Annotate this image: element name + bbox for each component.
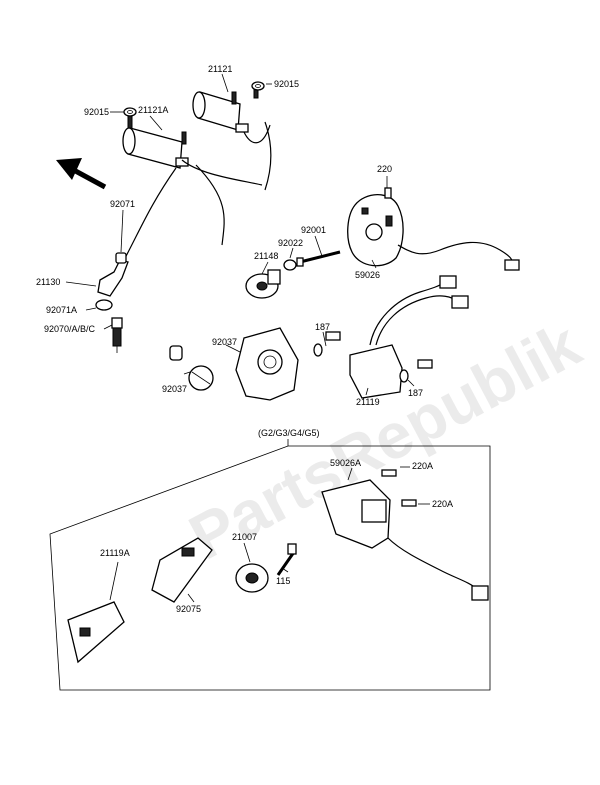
label-220A-top: 220A <box>412 461 433 471</box>
label-115: 115 <box>276 576 290 586</box>
spark-plug-cap-21130[interactable] <box>97 259 129 297</box>
bolt-115[interactable] <box>276 543 297 576</box>
label-92015-right: 92015 <box>274 79 299 89</box>
bolt-92001[interactable] <box>296 250 341 267</box>
high-tension-lead-mid <box>123 167 177 261</box>
clip-92037[interactable] <box>169 345 183 361</box>
nut-92015-right[interactable] <box>251 81 265 91</box>
group-variant-box <box>49 445 491 691</box>
bolt-187-right[interactable] <box>417 359 433 369</box>
bracket-92075[interactable] <box>151 537 213 603</box>
part-labels: 21121 92015 92015 21121A 220 92071 92001… <box>36 64 453 614</box>
label-92071: 92071 <box>110 199 135 209</box>
label-21119A: 21119A <box>100 548 130 558</box>
label-21007: 21007 <box>232 532 257 542</box>
nut-92015-left[interactable] <box>123 107 137 117</box>
washer-187-right <box>399 369 409 383</box>
washer-187-left <box>313 343 323 357</box>
pickup-coil-plate-59026[interactable] <box>347 193 520 271</box>
label-187-left: 187 <box>315 322 330 332</box>
spark-plug-92070[interactable] <box>111 317 123 353</box>
label-21119: 21119 <box>356 397 380 407</box>
high-tension-lead-lower <box>195 164 225 246</box>
ignition-coil-21121[interactable] <box>192 85 271 144</box>
pickup-coil-59026A[interactable] <box>321 479 489 601</box>
label-21148: 21148 <box>254 251 278 261</box>
leader-lines <box>65 73 430 603</box>
label-92037-top: 92037 <box>212 337 237 347</box>
label-92001: 92001 <box>301 225 326 235</box>
seal-92071[interactable] <box>115 252 127 264</box>
bolt-220A-bottom[interactable] <box>401 499 417 507</box>
gasket-92037[interactable] <box>188 365 214 391</box>
timing-rotor-21007[interactable] <box>235 563 269 593</box>
bolt-220[interactable] <box>384 187 392 199</box>
label-92075: 92075 <box>176 604 201 614</box>
ic-igniter-21119A[interactable] <box>67 601 125 664</box>
washer-92022[interactable] <box>283 259 297 271</box>
label-92015-left: 92015 <box>84 107 109 117</box>
ignition-coil-21121A[interactable] <box>122 115 189 169</box>
seal-92071A[interactable] <box>95 299 113 311</box>
pickup-cover[interactable] <box>235 327 299 401</box>
label-92037-bottom: 92037 <box>162 384 187 394</box>
high-tension-lead-upper <box>181 159 263 186</box>
label-92071A: 92071A <box>46 305 77 315</box>
label-21121A: 21121A <box>138 105 168 115</box>
bolt-220A-top[interactable] <box>381 469 397 477</box>
bolt-187-left[interactable] <box>325 331 341 341</box>
label-220A-bottom: 220A <box>432 499 453 509</box>
label-92022: 92022 <box>278 238 303 248</box>
label-220: 220 <box>377 164 392 174</box>
label-187-right: 187 <box>408 388 423 398</box>
label-21121: 21121 <box>208 64 232 74</box>
label-59026: 59026 <box>355 270 380 280</box>
label-group: (G2/G3/G4/G5) <box>258 428 320 438</box>
label-92070: 92070/A/B/C <box>44 324 96 334</box>
label-21130: 21130 <box>36 277 60 287</box>
label-59026A: 59026A <box>330 458 361 468</box>
ic-igniter-21119[interactable] <box>349 275 469 399</box>
timing-rotor-21148[interactable] <box>245 269 281 299</box>
front-direction-arrow-icon <box>56 158 107 190</box>
